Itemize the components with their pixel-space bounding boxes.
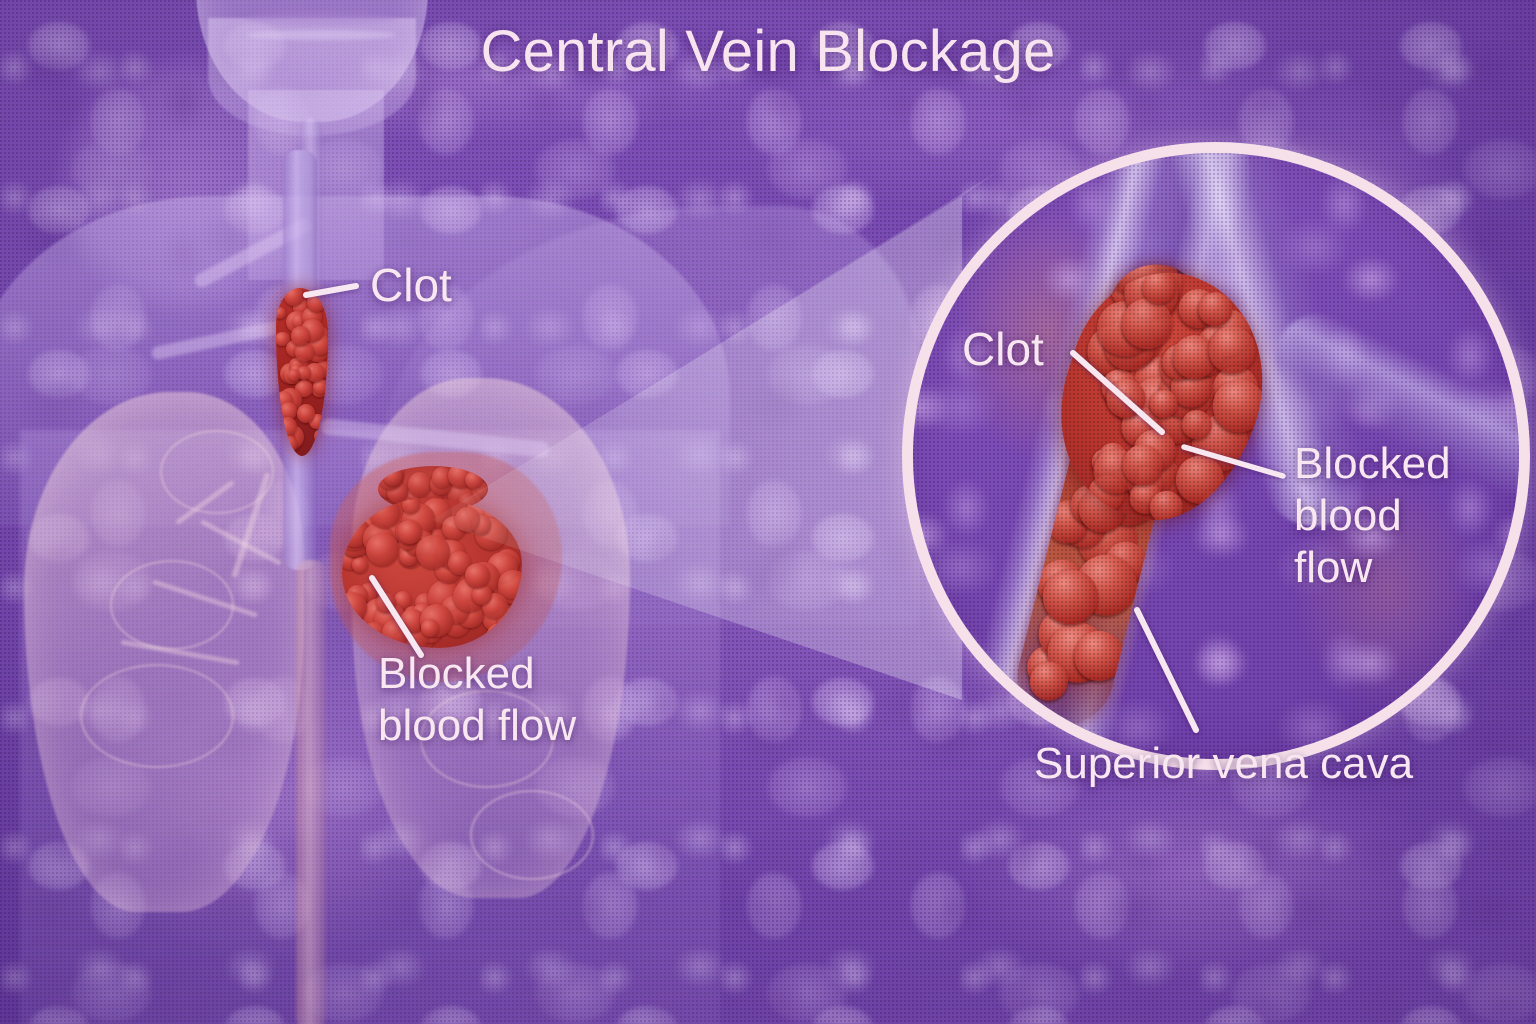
- blood-cell: [278, 416, 298, 436]
- page-title: Central Vein Blockage: [480, 19, 1056, 84]
- blood-cell: [280, 402, 298, 420]
- blood-cell: [314, 428, 328, 446]
- alveolar-ring-4: [420, 690, 554, 788]
- blood-cell: [397, 519, 422, 544]
- label-clot-inset: Clot: [962, 323, 1044, 375]
- blood-cell: [420, 618, 440, 638]
- blood-cell: [416, 534, 450, 569]
- blood-cell: [351, 556, 369, 574]
- blood-cell: [296, 403, 316, 423]
- upper-lip: [246, 12, 396, 25]
- label-clot-body: Clot: [370, 259, 452, 311]
- label-blocked-blood-flow-inset: Blocked blood flow: [1294, 439, 1451, 592]
- blood-cell: [276, 331, 290, 347]
- descending-aorta: [296, 560, 326, 1024]
- chin-jaw: [208, 18, 416, 136]
- label-superior-vena-cava: Superior vena cava: [1034, 739, 1414, 788]
- blood-cell: [288, 368, 301, 382]
- blood-cell: [342, 592, 367, 623]
- blood-cell: [464, 562, 490, 588]
- blood-cell: [294, 342, 315, 362]
- blood-cell: [312, 378, 328, 394]
- blood-cell: [317, 441, 328, 455]
- blood-cell: [290, 326, 311, 346]
- blood-cell: [407, 472, 433, 497]
- blood-cell: [297, 365, 312, 381]
- alveolar-ring-1: [110, 560, 234, 650]
- blood-cell: [370, 498, 400, 529]
- blood-cell: [281, 436, 298, 452]
- blood-cell: [365, 533, 399, 567]
- blood-cell: [465, 470, 484, 489]
- blood-cell: [485, 622, 514, 648]
- lower-lip: [246, 30, 396, 40]
- blood-cell: [305, 362, 326, 383]
- blood-cell: [276, 307, 287, 320]
- alveolar-ring-3: [160, 430, 274, 514]
- label-blocked-blood-flow-body: Blocked blood flow: [378, 649, 577, 750]
- blood-cell: [401, 498, 421, 514]
- blood-cell: [471, 584, 493, 606]
- clot-in-vena-cava: [276, 288, 328, 456]
- blood-cell: [432, 467, 453, 488]
- blood-cell: [284, 288, 305, 307]
- alveolar-ring-5: [470, 790, 594, 880]
- alveolar-ring-2: [80, 664, 234, 768]
- blood-cell: [383, 466, 403, 486]
